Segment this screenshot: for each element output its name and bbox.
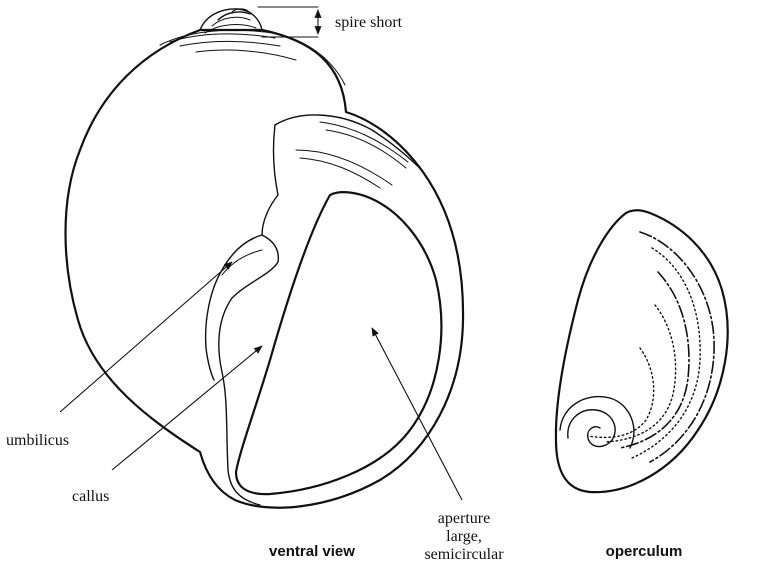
umbilicus-label: umbilicus [6, 432, 69, 449]
aperture-label-line3: semicircular [424, 546, 504, 563]
callus-label: callus [72, 488, 109, 505]
operculum-drawing [556, 210, 728, 492]
operculum-outline [556, 210, 728, 492]
umbilicus-annotation: umbilicus [6, 262, 232, 449]
shell-outline [66, 30, 464, 508]
ventral-view-caption: ventral view [269, 543, 355, 560]
spire-label: spire short [335, 14, 403, 31]
spire-annotation: spire short [258, 7, 403, 37]
aperture-label-line2: large, [446, 528, 482, 545]
umbilicus-groove [206, 235, 262, 380]
callus-annotation: callus [72, 346, 262, 505]
whorl-ridges [160, 30, 345, 85]
aperture-label-line1: aperture [438, 510, 490, 527]
suture-lines [275, 115, 423, 188]
parietal-lip [219, 125, 278, 505]
shell-ventral-view [66, 9, 464, 508]
operculum-caption: operculum [606, 543, 683, 560]
